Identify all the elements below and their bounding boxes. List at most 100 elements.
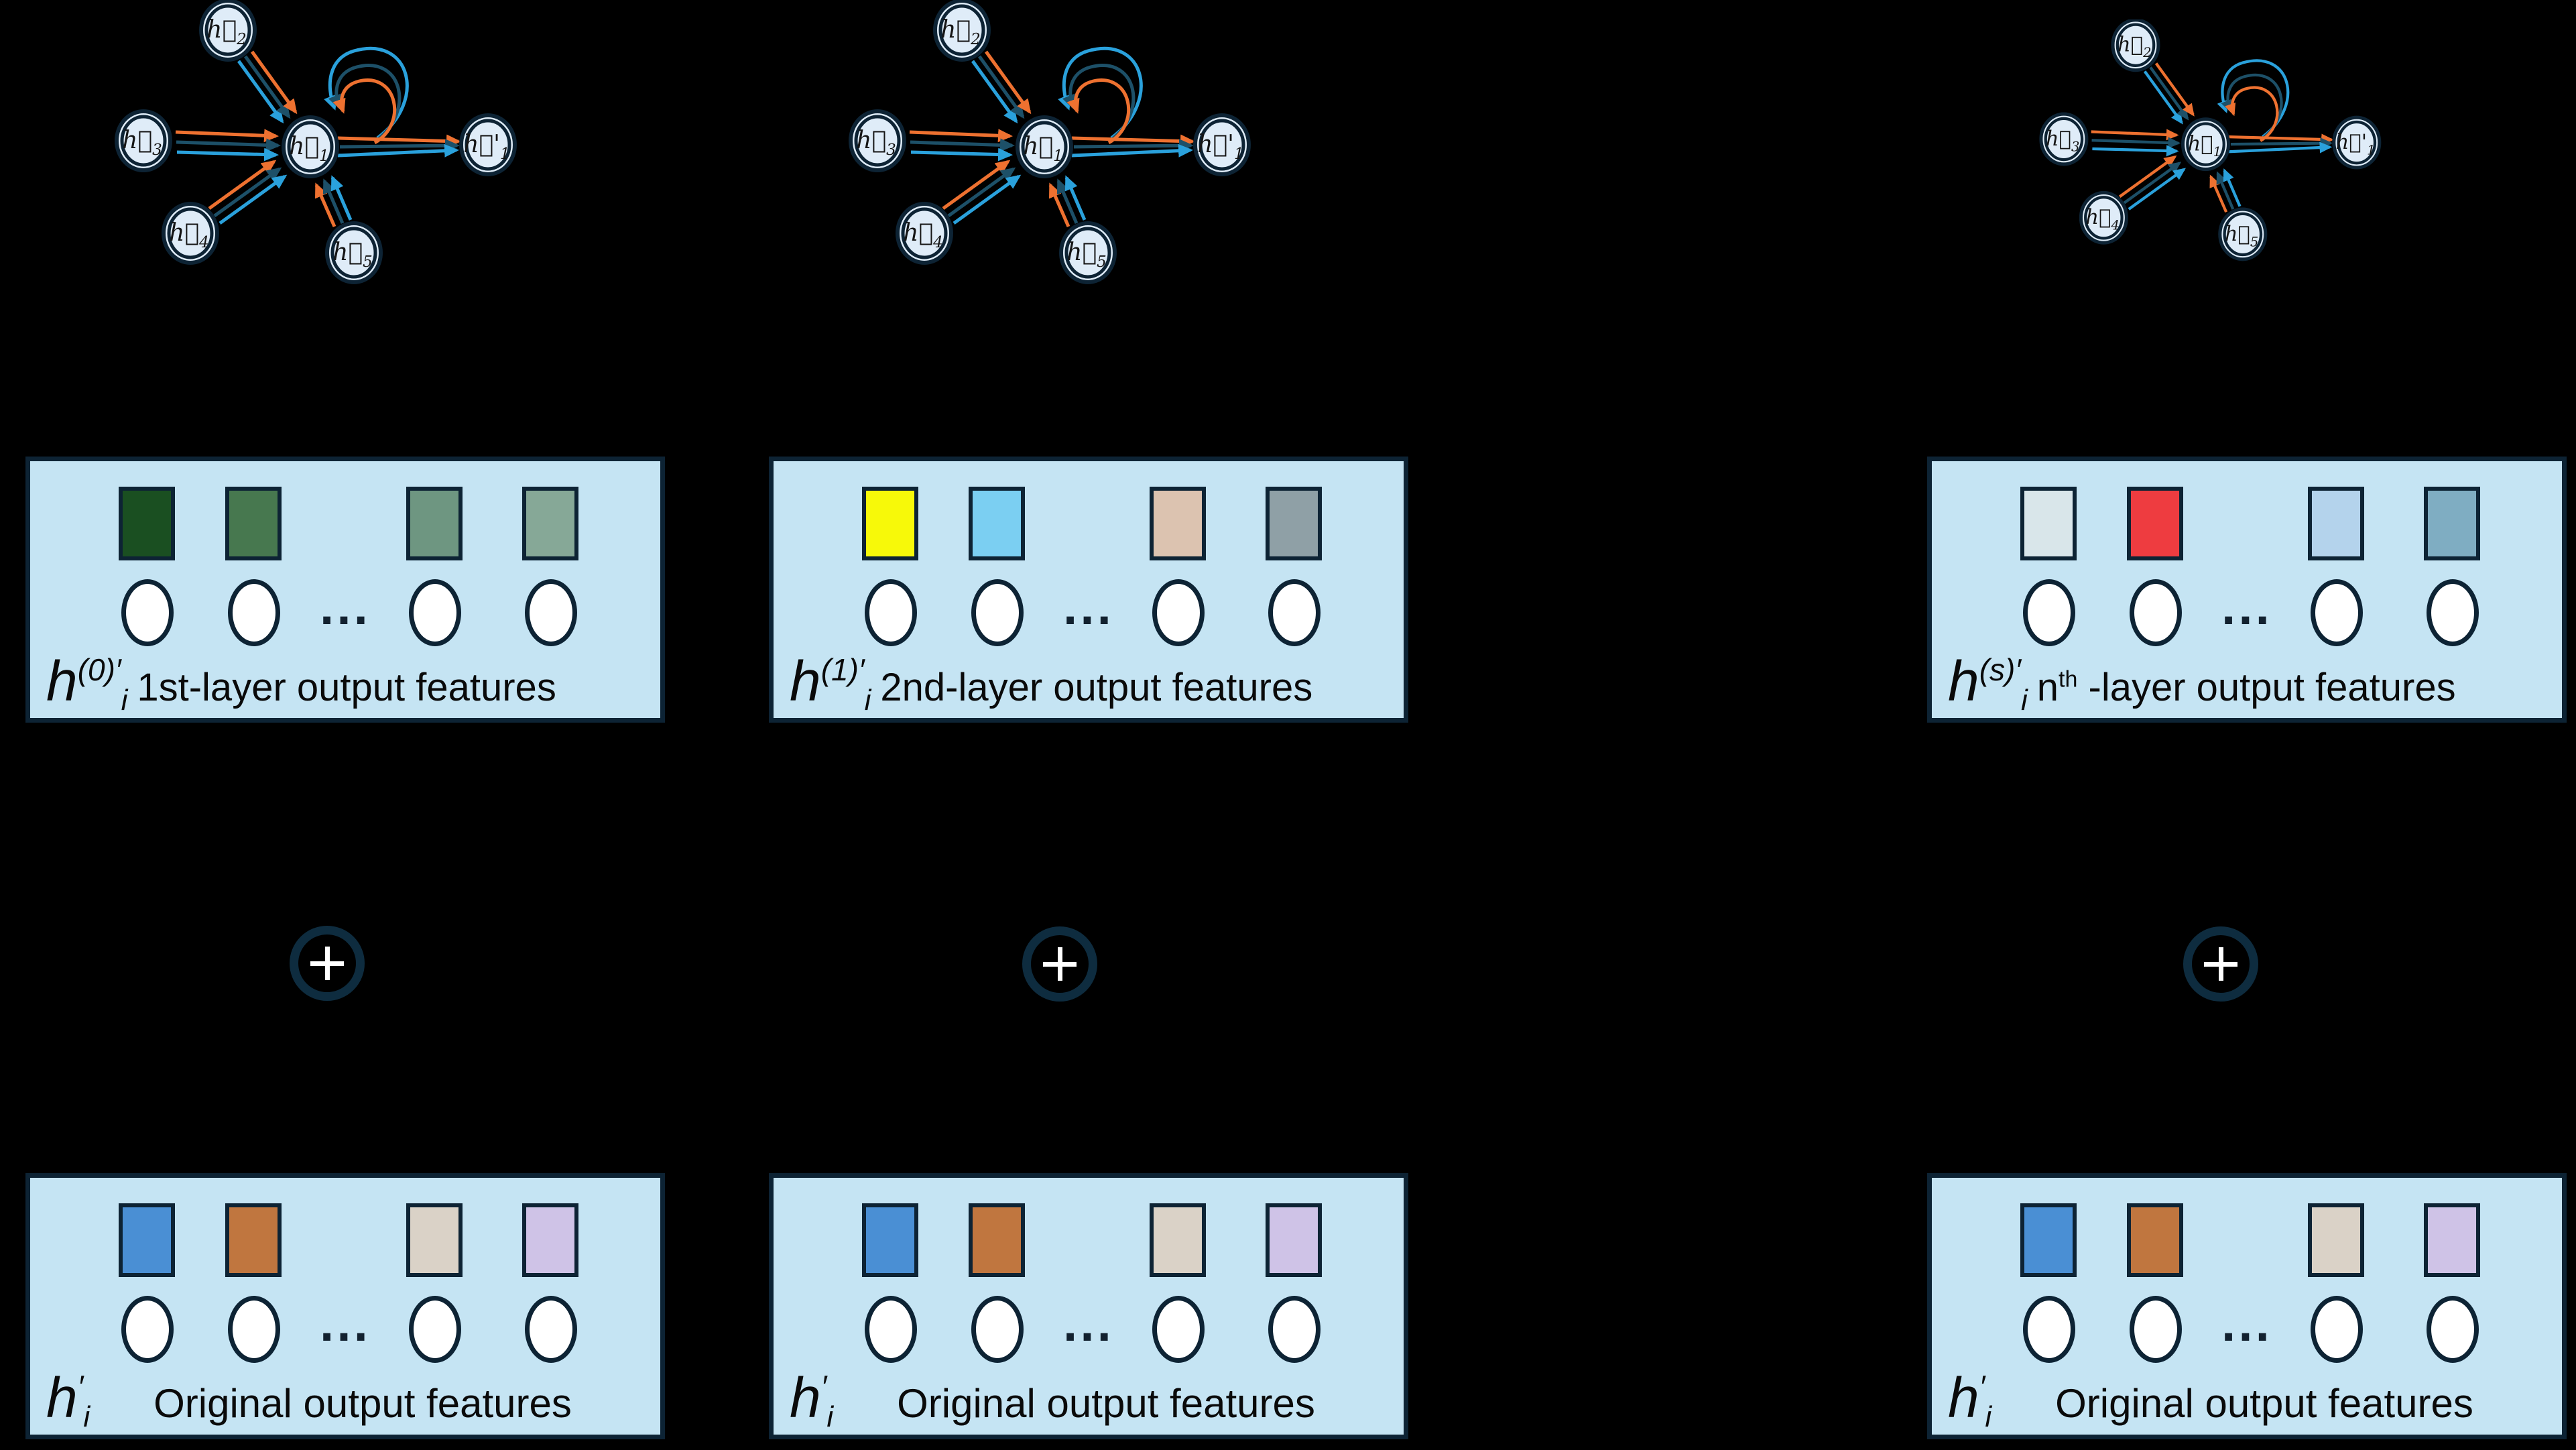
feature-node-circle-2 [228,579,280,646]
formula-sub: i [83,1400,90,1433]
graph-node-h5: h⃗5 [2218,207,2268,261]
formula-h: h [1948,1366,1979,1429]
graph-node-h5: h⃗5 [1059,221,1117,284]
feature-square-1 [2020,487,2077,560]
formula-h: h [46,650,78,713]
feature-node-circle-4 [1268,579,1321,646]
attention-edge-h1-to-h1p-lightblue [1071,143,1193,158]
feature-node-circle-3 [409,579,461,646]
attention-graph-layer1: h⃗1 h⃗2 h⃗3 h⃗4 h⃗5 h⃗'1 [40,0,536,322]
feature-square-3 [2308,487,2364,560]
attention-edge-h3-to-h1-navy [910,138,1015,152]
ellipsis-dots: ··· [2221,1309,2272,1366]
graph-node-h3: h⃗3 [2039,112,2089,166]
attention-graph-svg: h⃗1 h⃗2 h⃗3 h⃗4 h⃗5 h⃗'1 [115,0,517,284]
graph-node-h1: h⃗1 [2181,117,2231,172]
feature-node-circle-1 [865,579,917,646]
graph-node-h1p: h⃗'1 [2332,115,2382,170]
attention-edge-h5-to-h1-lightblue [330,175,353,221]
attention-edge-h4-to-h1-lightblue [953,174,1022,225]
attention-edge-h1-to-h1-lightblue [324,46,409,140]
sum-plus-circle: + [290,926,365,1001]
feature-node-circle-2 [971,579,1024,646]
attention-edge-h5-to-h1-orange [2209,174,2228,213]
feature-node-circle-1 [121,1296,174,1363]
attention-edge-h2-to-h1-orange [2154,62,2195,117]
feature-square-4 [1266,1203,1322,1277]
attention-edge-h5-to-h1-navy [322,178,345,224]
graph-node-h1: h⃗1 [1016,115,1073,178]
formula-sub: i [864,684,871,717]
feature-square-3 [406,487,463,560]
attention-edge-h1-to-h1-orange [1066,78,1131,145]
box-label-text: Original output features [897,1381,1315,1426]
formula-sup: ′ [77,1369,84,1404]
attention-edge-h1-to-h1-navy [328,64,402,143]
feature-square-2 [225,487,282,560]
attention-edge-h1-to-h1-navy [1062,64,1136,143]
ellipsis-dots: ··· [320,1309,371,1366]
feature-node-circle-3 [2311,579,2363,646]
graph-node-h5: h⃗5 [325,221,383,284]
graph-node-h1p: h⃗'1 [1193,113,1251,176]
box-label-text: Original output features [154,1381,572,1426]
attention-edge-h1-to-h1p-navy [1073,139,1194,153]
connector-stub [2218,1150,2223,1192]
connector-stub [1057,703,1062,747]
graph-node-h4: h⃗4 [896,202,953,265]
attention-edge-h4-to-h1-navy [2123,162,2182,204]
box-label-text: 1st-layer output features [137,666,556,709]
connector-stub [324,434,329,476]
feature-square-1 [2020,1203,2077,1277]
box-label-text: nth -layer output features [2036,666,2456,709]
feature-node-circle-4 [1268,1296,1321,1363]
feature-square-2 [969,1203,1025,1277]
connector-stub [324,703,329,747]
feature-node-circle-4 [525,1296,577,1363]
feature-square-2 [2127,487,2183,560]
feature-square-3 [1150,487,1206,560]
feature-node-circle-4 [525,579,577,646]
feature-square-4 [522,487,578,560]
attention-edge-h1-to-h1-navy [2221,73,2283,141]
attention-edge-h1-to-h1-lightblue [1058,46,1143,140]
formula-sup: (0)′ [77,652,121,687]
feature-node-circle-1 [121,579,174,646]
feature-square-2 [225,1203,282,1277]
attention-edge-h1-to-h1p-navy [2230,137,2333,149]
feature-node-circle-2 [971,1296,1024,1363]
feature-node-circle-3 [2311,1296,2363,1363]
attention-edge-h1-to-h1p-navy [339,139,460,153]
attention-edge-h2-to-h1-lightblue [971,60,1018,124]
feature-node-circle-1 [865,1296,917,1363]
attention-edge-h3-to-h1-lightblue [176,147,279,162]
attention-edge-h5-to-h1-lightblue [2223,168,2242,207]
feature-node-circle-2 [2130,1296,2182,1363]
attention-edge-h5-to-h1-navy [2216,171,2235,210]
graph-node-h1: h⃗1 [282,115,339,178]
attention-edge-h4-to-h1-orange [2118,155,2177,198]
attention-edge-h2-to-h1-navy [2149,66,2189,121]
attention-graph-layer2: h⃗1 h⃗2 h⃗3 h⃗4 h⃗5 h⃗'1 [774,0,1270,322]
attention-edge-h4-to-h1-navy [947,167,1016,218]
feature-node-circle-1 [2023,1296,2075,1363]
feature-node-circle-3 [1152,1296,1205,1363]
graph-node-h3: h⃗3 [115,109,172,172]
attention-edge-h4-to-h1-navy [213,167,282,218]
feature-node-circle-3 [1152,579,1205,646]
attention-edge-h1-to-h1p-orange [1071,134,1195,148]
plus-icon [2218,947,2223,981]
attention-edge-h1-to-h1-orange [2225,86,2279,142]
box-label-text: 2nd-layer output features [880,666,1313,709]
ellipsis-dots: ··· [2221,592,2272,649]
ellipsis-dots: ··· [1063,1309,1114,1366]
